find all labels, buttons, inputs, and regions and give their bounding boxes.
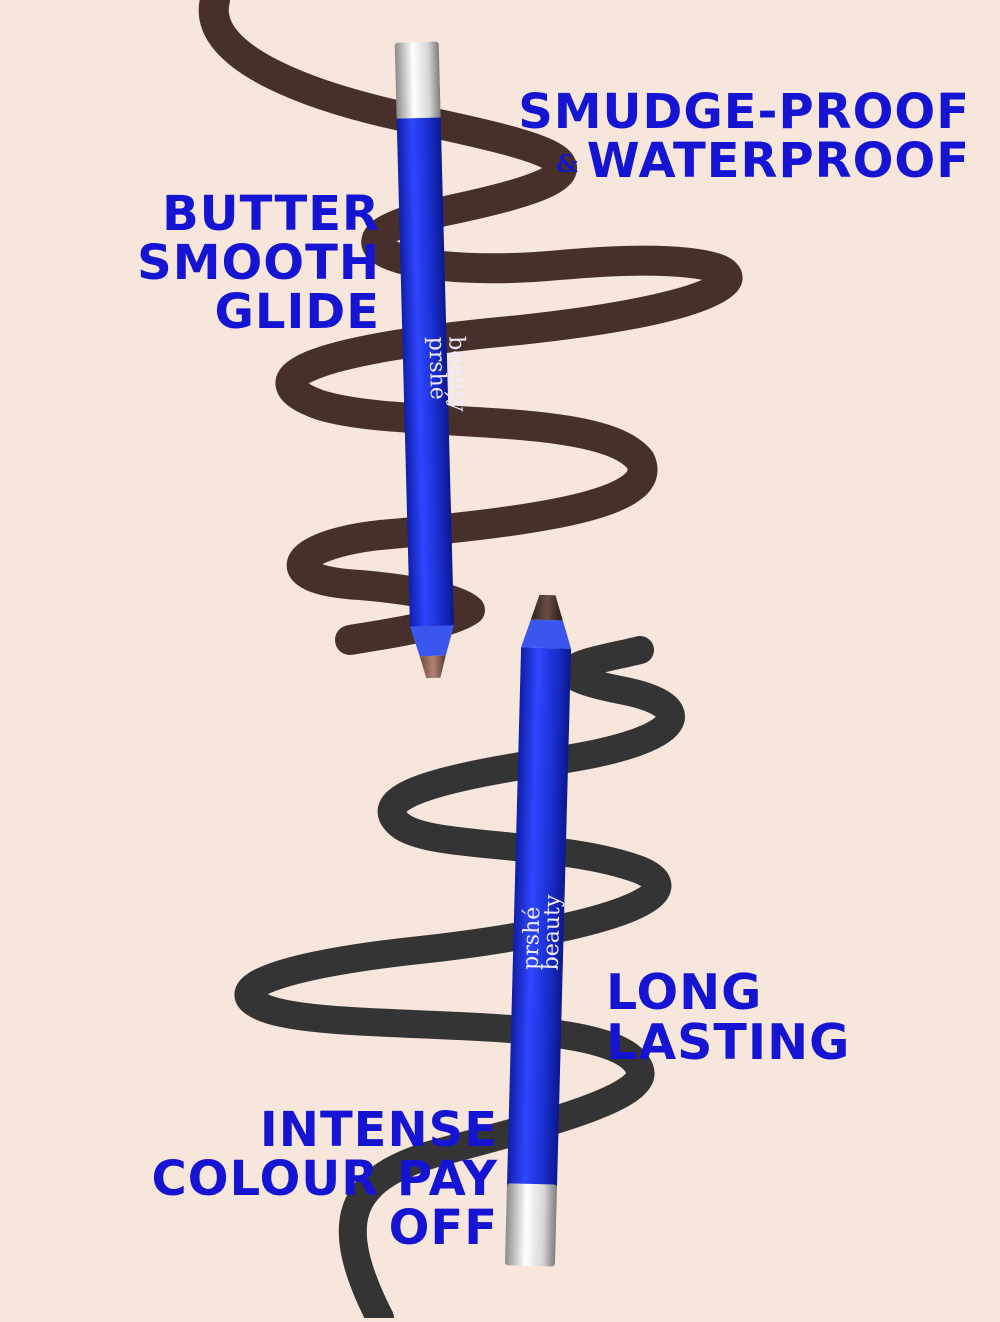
headline-line: &WATERPROOF: [518, 136, 970, 186]
headline-line: OFF: [388, 1199, 498, 1256]
pencil-body: [396, 117, 454, 627]
headline-line: BUTTER: [162, 186, 380, 242]
pencil-lead-2: [530, 594, 563, 621]
headline-line: COLOUR PAY: [151, 1150, 498, 1207]
brown-swirl-stroke: [198, 0, 743, 655]
pencil-body-2: [506, 647, 572, 1189]
headline-smudge-proof: SMUDGE-PROOF &WATERPROOF: [518, 88, 970, 186]
headline-long-lasting: LONG LASTING: [606, 968, 850, 1068]
brand-logo-bottom-2: beauty: [539, 894, 566, 971]
headline-line: LONG: [606, 964, 763, 1021]
pencil-wood-tip-2: [521, 619, 572, 649]
headline-line: GLIDE: [214, 283, 380, 340]
headline-line: SMOOTH: [137, 234, 380, 291]
pencil-cap: [394, 41, 441, 121]
pencil-wood-tip: [409, 625, 454, 657]
black-pencil: prshé beauty: [504, 594, 572, 1267]
headline-line: LASTING: [606, 1013, 851, 1071]
pencil-cap-2: [504, 1183, 557, 1267]
headline-line-text: WATERPROOF: [586, 132, 970, 189]
headline-butter-smooth: BUTTER SMOOTH GLIDE: [137, 190, 380, 337]
headline-intense-colour: INTENSE COLOUR PAY OFF: [152, 1106, 498, 1253]
brown-pencil: prshé beauty: [394, 41, 470, 679]
brand-logo-bottom: prshé: [519, 906, 546, 970]
brand-logo-top: prshé: [423, 336, 450, 400]
headline-line: SMUDGE-PROOF: [518, 84, 970, 140]
brand-logo-top-2: beauty: [443, 336, 470, 413]
ampersand: &: [556, 148, 579, 178]
headline-line: INTENSE: [259, 1102, 498, 1158]
pencil-lead: [419, 655, 446, 679]
